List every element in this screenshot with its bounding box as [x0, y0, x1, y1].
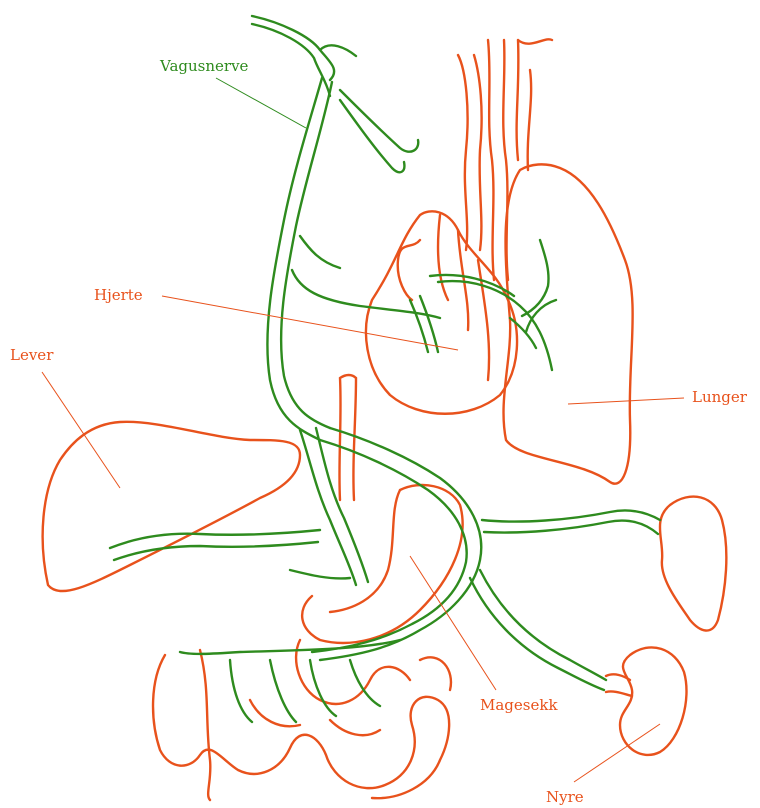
- label-vagus-group: Vagusnerve: [159, 57, 306, 128]
- organ-drawings: [43, 39, 727, 800]
- kidney-hilum: [606, 674, 632, 696]
- leader-lungs: [568, 398, 684, 404]
- leader-heart: [162, 296, 458, 350]
- label-kidney-group: Nyre: [546, 724, 660, 806]
- spleen-left: [339, 375, 356, 500]
- liver: [43, 422, 300, 591]
- nerve-liver-branch: [110, 530, 320, 560]
- leader-kidney: [574, 724, 660, 782]
- label-lungs-group: Lunger: [568, 388, 748, 406]
- label-vagus: Vagusnerve: [159, 57, 249, 75]
- label-kidney: Nyre: [546, 788, 584, 806]
- nerve-cardiac-branches: [292, 90, 440, 318]
- heart-vessels: [398, 215, 489, 380]
- leader-vagus: [216, 78, 306, 128]
- lung: [504, 164, 633, 483]
- nerve-spleen-branch: [482, 510, 660, 534]
- label-heart-group: Hjerte: [94, 286, 458, 350]
- aorta-tube: [458, 55, 482, 250]
- kidney: [620, 647, 687, 755]
- label-stomach: Magesekk: [480, 696, 558, 714]
- label-liver: Lever: [10, 346, 54, 364]
- nerve-kidney-branch: [470, 570, 606, 690]
- nerve-abdominal-trunk: [312, 428, 481, 660]
- trachea-right: [517, 39, 552, 170]
- nerve-top-branch: [252, 16, 356, 96]
- spleen: [660, 497, 726, 631]
- intestines: [153, 640, 451, 800]
- label-heart: Hjerte: [94, 286, 143, 304]
- label-liver-group: Lever: [10, 346, 120, 488]
- heart: [366, 211, 517, 413]
- vagus-nerve-drawings: [110, 16, 660, 722]
- label-lungs: Lunger: [692, 388, 748, 406]
